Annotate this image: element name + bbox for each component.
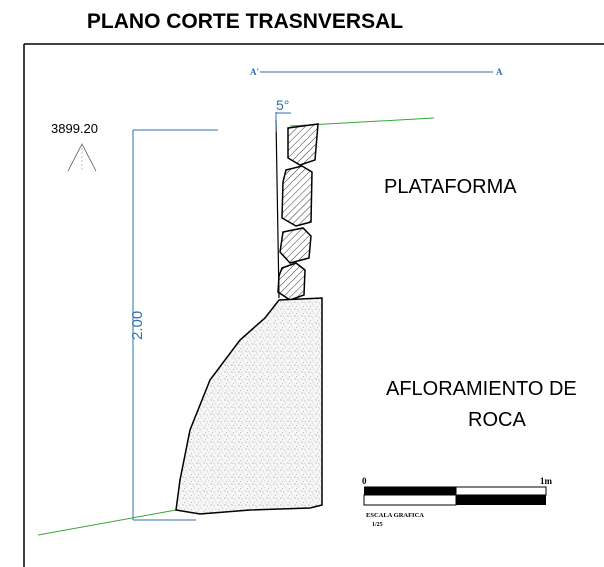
section-start-label: A'	[250, 67, 259, 77]
scale-ratio: 1/25	[372, 522, 383, 528]
graphic-scale-bar: 0 1m ESCALA GRAFICA 1/25	[362, 476, 553, 528]
elevation-marker: 3899.20	[51, 121, 98, 172]
section-marker: A' A	[250, 67, 503, 77]
outcrop-label-line1: AFLORAMIENTO DE	[386, 378, 577, 400]
outcrop-label-line2: ROCA	[468, 409, 526, 431]
height-dimension-label: 2.00	[129, 311, 146, 340]
wall-angle-label: 5°	[276, 97, 289, 113]
stone-block	[281, 165, 313, 227]
stone-block	[279, 227, 312, 264]
drawing-frame	[23, 43, 604, 567]
scale-caption: ESCALA GRAFICA	[366, 512, 424, 519]
scale-end-label: 1m	[540, 476, 553, 486]
stone-wall	[277, 123, 319, 301]
height-dimension: 2.00	[129, 129, 218, 521]
stone-block	[287, 123, 319, 166]
section-end-label: A	[496, 67, 503, 77]
rock-outcrop-shape	[175, 297, 323, 515]
stone-block	[277, 262, 306, 301]
elevation-label: 3899.20	[51, 121, 98, 136]
scale-start-label: 0	[362, 476, 367, 486]
drawing-title: PLANO CORTE TRASNVERSAL	[86, 10, 404, 33]
wall-angle: 5°	[275, 97, 291, 299]
platform-label: PLATAFORMA	[384, 176, 517, 198]
